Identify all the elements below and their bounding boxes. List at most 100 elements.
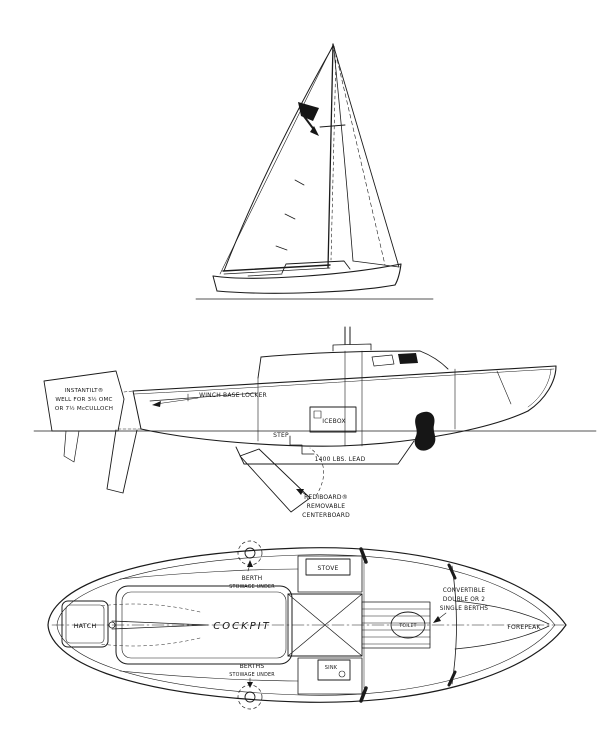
side-deck-line [119,670,299,682]
winch-base-locker-label: WINCH BASE LOCKER [199,392,267,399]
batten-mark [284,213,296,220]
hull-sheer-line [212,263,402,279]
side-deck-line [119,568,299,580]
hull-outline [47,547,567,703]
halyard-dashed-line [330,53,337,261]
insignia-pennant [298,102,319,121]
convertible-label-line3: SINGLE BERTHS [440,606,488,612]
instantilt-label-line3: OR 7½ McCULLOCH [55,405,113,412]
jib-luff-dashed [333,45,386,266]
convertible-label-line1: CONVERTIBLE [443,588,486,594]
galley-counter [297,657,363,695]
deck-port [244,691,256,703]
tiller [111,620,209,630]
cockpit-inner-line [121,591,287,659]
icebox-box [309,406,357,433]
profile-view: INSTANTILT® WELL FOR 3½ OMC OR 7½ McCULL… [33,326,597,519]
inner-sheer-line [133,368,555,395]
rudder-head [108,621,116,629]
berths-leader-arrowhead [247,682,253,688]
hatch-outline [61,600,109,648]
hatch-diagonal [287,593,363,657]
instantilt-label-line2: WELL FOR 3½ OMC [55,396,112,403]
step-label: STEP [273,432,289,439]
vberth-edge [454,600,550,625]
mainsail-leech [223,45,334,272]
well-link-dashed [123,390,134,393]
cabin-aft-end [257,356,262,379]
forward-bulkhead-mark [447,563,457,580]
berth-label: BERTH [242,575,263,582]
cabin-window [371,354,395,367]
sink-basin [338,670,346,678]
cabin-trunk [281,260,351,274]
deck-plan-view: BERTH STOWAGE UNDER STOVE HATCH COCKPIT … [47,540,567,710]
icebox-icon [313,410,322,419]
deck-port [244,547,256,559]
inner-stem-line [527,368,552,408]
vberth-edge [454,625,550,650]
transom [212,275,218,292]
sink-box [317,659,351,681]
centerboard-label-line1: REDIBOARD® [304,494,348,501]
berths-note-label: STOWAGE UNDER [229,672,275,678]
cabin-front [419,350,449,370]
hull-bottom [140,410,529,447]
outboard-well-outline [43,370,125,432]
sail-plan-view [195,43,434,300]
spreader [319,124,346,128]
deck-port-dashed [237,684,263,710]
stove-label: STOVE [318,565,339,572]
toilet [390,611,426,639]
instantilt-label-line1: INSTANTILT® [64,387,103,394]
batten-mark [294,179,305,186]
jib-leech [333,49,354,262]
tiller-swing-dashed [99,603,201,613]
outboard-lower-unit [63,430,80,463]
hatch-label: HATCH [74,622,97,630]
convertible-leader-arrowhead [433,616,441,623]
bow-stem [394,263,402,286]
keel-ballast-outline [235,440,415,465]
forepeak-label: FOREPEAK [507,624,541,631]
boom [222,264,331,272]
cabin-window-dark [398,353,418,364]
tiller-swing-dashed [99,637,201,647]
sheer-line [132,365,557,392]
convertible-label-line2: DOUBLE OR 2 [443,597,485,603]
bow-stem [527,365,557,412]
centerboard [239,448,311,513]
stove-box [305,558,351,576]
berth-note-label: STOWAGE UNDER [229,584,275,590]
transom [132,390,142,430]
mast [327,43,334,269]
winch-label-leader [155,397,199,405]
class-insignia-icon [298,102,319,136]
companionway-steps [289,435,315,455]
cockpit-seat-line [149,392,257,402]
anchor-locker-line [496,370,512,405]
insignia-arrow-head [310,126,319,136]
cockpit-coaming [247,273,283,277]
main-bulkhead-mark [359,547,368,564]
batten-mark [275,245,288,251]
toilet-label: TOILET [398,623,416,629]
galley-counter [297,555,363,593]
berths-label: BERTHS [240,663,265,670]
cabin-sole-slats [361,601,431,649]
berth-leader-arrowhead [247,560,253,567]
main-bulkhead-mark [359,686,368,703]
centerboard-label-line2: REMOVABLE [307,503,346,510]
boom-lower-line [223,267,331,275]
centerboard-label-line3: CENTERBOARD [302,512,350,519]
forestay [332,43,400,268]
cabin-top [260,350,421,358]
companionway-hatch [332,343,372,352]
backstay [219,44,334,275]
winch-leader-arrowhead [152,401,161,407]
sink-label: SINK [325,665,338,671]
centerboard-swing-arc [309,447,324,497]
cockpit-outline [115,585,293,665]
